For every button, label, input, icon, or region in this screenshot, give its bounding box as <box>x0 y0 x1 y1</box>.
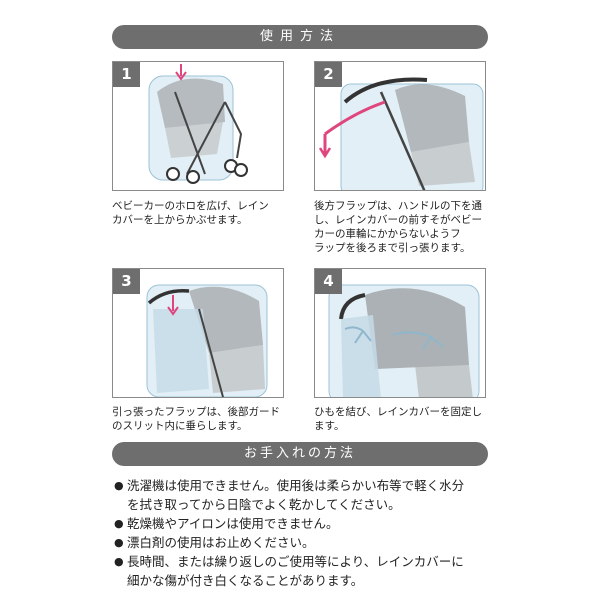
step-4-panel: 4 <box>314 268 486 398</box>
step-1-number: 1 <box>113 62 140 87</box>
step-4-caption: ひもを結び、レインカバーを固定し ます。 <box>314 406 482 432</box>
step-1-panel: 1 <box>112 61 284 191</box>
step-2-caption: 後方フラップは、ハンドルの下を通 し、レインカバーの前すそがベビー カーの車輪に… <box>314 200 482 254</box>
care-list: ● 洗濯機は使用できません。使用後は柔らかい布等で軽く水分 を拭き取ってから日陰… <box>114 476 494 590</box>
step-3-caption: 引っ張ったフラップは、後部ガード のスリット内に垂らします。 <box>112 406 280 432</box>
bullet-icon: ● <box>114 555 124 568</box>
care-item-text: 漂白剤の使用はお止めください。 <box>127 535 315 550</box>
step-2-panel: 2 <box>314 61 486 191</box>
care-item: ● 漂白剤の使用はお止めください。 <box>114 533 494 552</box>
usage-heading: 使用方法 <box>112 25 488 49</box>
step-2-number: 2 <box>315 62 342 87</box>
step-3-illustration <box>146 284 268 397</box>
bullet-icon: ● <box>114 479 124 492</box>
step-1-illustration <box>148 64 248 184</box>
care-item-text: 洗濯機は使用できません。使用後は柔らかい布等で軽く水分 を拭き取ってから日陰でよ… <box>127 478 465 512</box>
bullet-icon: ● <box>114 517 124 530</box>
care-item: ● 乾燥機やアイロンは使用できません。 <box>114 514 494 533</box>
care-item-text: 長時間、または繰り返しのご使用等により、レインカバーに 細かな傷が付き白くなるこ… <box>127 554 464 588</box>
step-2-illustration <box>318 77 484 190</box>
step-4-illustration <box>328 284 480 397</box>
care-item: ● 洗濯機は使用できません。使用後は柔らかい布等で軽く水分 を拭き取ってから日陰… <box>114 476 494 514</box>
step-3-number: 3 <box>113 269 140 294</box>
step-1-caption: ベビーカーのホロを広げ、レイン カバーを上からかぶせます。 <box>112 200 269 226</box>
care-heading: お手入れの方法 <box>112 442 488 466</box>
step-3-panel: 3 <box>112 268 284 398</box>
bullet-icon: ● <box>114 536 124 549</box>
step-4-number: 4 <box>315 269 342 294</box>
care-item: ● 長時間、または繰り返しのご使用等により、レインカバーに 細かな傷が付き白くな… <box>114 552 494 590</box>
care-item-text: 乾燥機やアイロンは使用できません。 <box>127 516 339 531</box>
